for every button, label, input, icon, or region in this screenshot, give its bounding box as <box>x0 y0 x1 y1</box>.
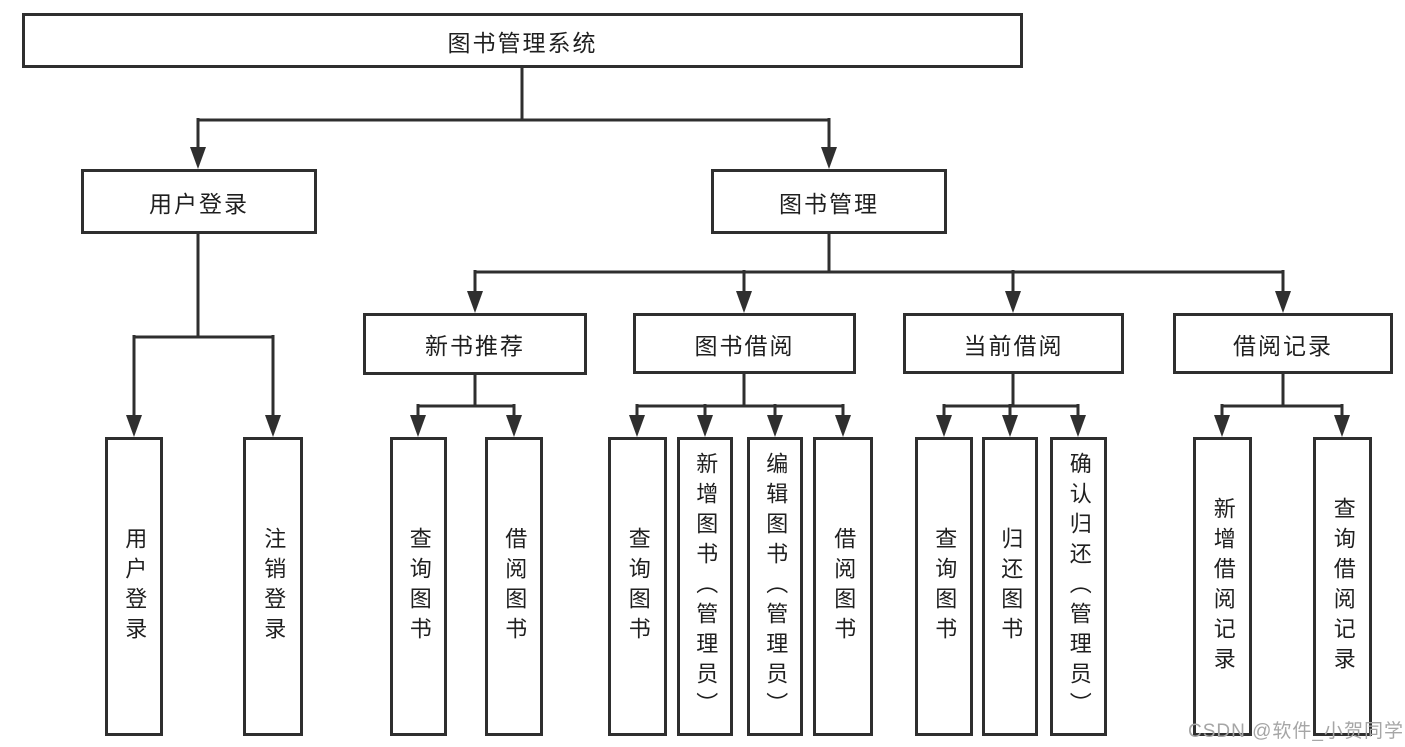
leaf-user-login: 用户登录 <box>105 437 163 736</box>
node-library-system-label: 图书管理系统 <box>447 29 598 56</box>
leaf-query-books: 查询图书 <box>608 437 667 736</box>
node-new-book-recommend-label: 新书推荐 <box>425 333 525 359</box>
csdn-watermark: CSDN @软件_小贺同学 <box>1188 721 1404 742</box>
connector-user-login-to-leaves <box>126 234 281 437</box>
node-new-book-recommend: 新书推荐 <box>363 313 587 375</box>
leaf-add-books-admin-label: 新增图书（管理员） <box>693 451 719 722</box>
leaf-confirm-return-admin-label: 确认归还（管理员） <box>1066 451 1092 722</box>
node-library-system: 图书管理系统 <box>22 13 1023 68</box>
leaf-confirm-return-admin: 确认归还（管理员） <box>1050 437 1107 736</box>
connector-current-borrow-to-leaves <box>936 374 1086 437</box>
leaf-add-borrow-record-label: 新增借阅记录 <box>1210 496 1236 677</box>
leaf-query-books: 查询图书 <box>390 437 447 736</box>
leaf-borrow-books-label: 借阅图书 <box>502 526 528 647</box>
leaf-user-login-label: 用户登录 <box>122 526 148 647</box>
leaf-query-books-label: 查询图书 <box>406 526 432 647</box>
leaf-query-books: 查询图书 <box>915 437 973 736</box>
connector-book-borrow-to-leaves <box>629 374 851 437</box>
node-borrowing-records: 借阅记录 <box>1173 313 1393 374</box>
node-current-borrowing-label: 当前借阅 <box>963 332 1064 359</box>
leaf-borrow-books: 借阅图书 <box>485 437 543 736</box>
node-book-borrowing: 图书借阅 <box>633 313 856 374</box>
node-book-management: 图书管理 <box>711 169 947 234</box>
leaf-query-books-label: 查询图书 <box>625 526 651 647</box>
leaf-logout: 注销登录 <box>243 437 303 736</box>
leaf-return-books-label: 归还图书 <box>998 526 1024 647</box>
leaf-add-borrow-record: 新增借阅记录 <box>1193 437 1252 736</box>
node-user-login-label: 用户登录 <box>149 190 249 217</box>
node-user-login: 用户登录 <box>81 169 317 234</box>
connector-borrow-record-to-leaves <box>1214 374 1350 437</box>
leaf-query-books-label: 查询图书 <box>932 526 958 647</box>
connector-root-to-level2 <box>190 68 837 169</box>
leaf-edit-books-admin: 编辑图书（管理员） <box>747 437 803 736</box>
leaf-query-borrow-record: 查询借阅记录 <box>1313 437 1372 736</box>
leaf-logout-label: 注销登录 <box>261 526 287 647</box>
connector-new-book-to-leaves <box>410 375 522 437</box>
node-current-borrowing: 当前借阅 <box>903 313 1124 374</box>
node-book-management-label: 图书管理 <box>779 190 879 217</box>
leaf-borrow-books-label: 借阅图书 <box>831 526 857 647</box>
leaf-add-books-admin: 新增图书（管理员） <box>677 437 733 736</box>
leaf-edit-books-admin-label: 编辑图书（管理员） <box>763 451 789 722</box>
leaf-query-borrow-record-label: 查询借阅记录 <box>1330 496 1356 677</box>
connector-book-mgmt-to-groups <box>467 234 1291 313</box>
leaf-return-books: 归还图书 <box>982 437 1038 736</box>
node-book-borrowing-label: 图书借阅 <box>694 332 795 359</box>
leaf-borrow-books: 借阅图书 <box>813 437 873 736</box>
node-borrowing-records-label: 借阅记录 <box>1233 332 1333 359</box>
